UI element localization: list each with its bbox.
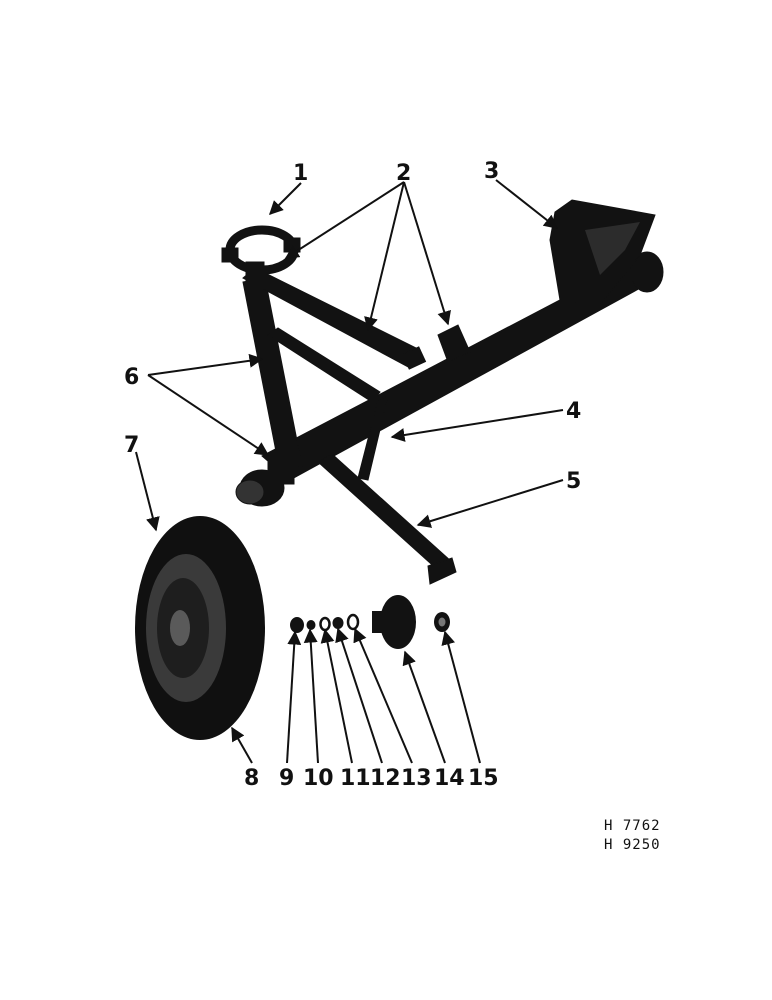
leader-lines	[135, 179, 564, 764]
leg-foot	[427, 557, 457, 585]
part-13-seal	[346, 613, 360, 631]
drawing-code-1: H 7762	[604, 818, 661, 834]
support-strut	[357, 395, 389, 481]
callout-numbers: 1 2 3 4 5 6 7 8 9 10 11 12 13 14 15	[124, 159, 581, 791]
callout-5: 5	[566, 469, 581, 494]
axle-hub	[235, 461, 295, 507]
callout-15: 15	[468, 766, 499, 791]
inner-brace	[267, 327, 381, 403]
callout-1: 1	[293, 161, 308, 186]
callout-3: 3	[484, 159, 499, 184]
callout-13: 13	[401, 766, 432, 791]
jack-leg	[317, 453, 453, 573]
vertical-post	[242, 277, 303, 473]
callout-8: 8	[244, 766, 259, 791]
clamp-ring	[221, 225, 301, 289]
part-12-cone	[332, 617, 344, 629]
clamp-block	[437, 324, 471, 363]
part-14-hub	[372, 595, 416, 649]
part-9-nut	[290, 617, 304, 633]
callout-6: 6	[124, 365, 139, 390]
tube-end-cap	[630, 251, 664, 293]
drawing-code-2: H 9250	[604, 837, 661, 853]
hitch-frame	[221, 199, 664, 585]
callout-2: 2	[396, 161, 411, 186]
part-11-ring	[319, 616, 331, 632]
callout-9: 9	[279, 766, 294, 791]
callout-10: 10	[303, 766, 334, 791]
drawing-codes: H 7762 H 9250	[604, 817, 661, 855]
part-10-washer	[306, 620, 316, 630]
callout-14: 14	[434, 766, 465, 791]
callout-4: 4	[566, 399, 581, 424]
wheel-tire	[135, 516, 265, 740]
callout-11: 11	[340, 766, 371, 791]
callout-12: 12	[370, 766, 401, 791]
part-15-bearing	[434, 612, 450, 632]
callout-7: 7	[124, 433, 139, 458]
